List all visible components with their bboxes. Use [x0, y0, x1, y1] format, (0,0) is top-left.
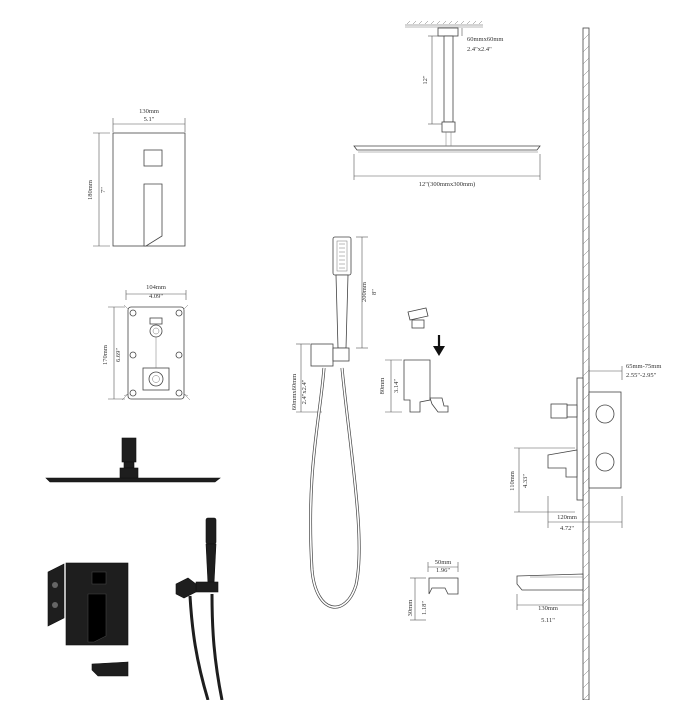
valve-trim-height-in: 4.33" — [522, 474, 529, 488]
hose-connector — [407, 307, 429, 321]
valve-handle-side — [547, 449, 578, 478]
trim-handle — [143, 183, 163, 247]
rain-shower-head — [353, 145, 541, 151]
valve-trim-product-render — [47, 562, 129, 646]
diverter-knob — [566, 404, 578, 418]
hand-shower-holder-drawing: 80mm 3.14" — [379, 307, 449, 413]
holder-height-mm: 80mm — [379, 378, 386, 395]
tub-spout-side-view: 130mm 5.11" — [516, 573, 584, 624]
valve-trim-height-mm: 110mm — [509, 471, 516, 491]
valve-depth-mm: 65mm-75mm — [626, 363, 661, 370]
ceiling-flange — [437, 27, 459, 37]
valve-upper-port — [149, 324, 163, 338]
valve-depth-in: 2.55"-2.95" — [626, 372, 657, 379]
trim-plate-drawing: 130mm 5.1" 180mm 7" — [87, 108, 186, 247]
render-hand-shower-head — [205, 517, 217, 545]
trim-height-in: 7" — [100, 187, 107, 193]
trim-width-mm: 130mm — [139, 108, 159, 115]
valve-width-in: 4.09" — [149, 293, 163, 300]
head-size: 12"(300mmx300mm) — [419, 181, 475, 188]
hand-shower-drawing: 200mm 8" 60mmx60mm 2.4"x2.4" — [291, 236, 378, 609]
render-valve-box — [47, 563, 65, 627]
trim-diverter-square — [143, 149, 163, 167]
tub-spout — [516, 573, 584, 591]
trim-plate-side — [576, 377, 584, 501]
trim-height-mm: 180mm — [87, 180, 94, 200]
valve-height-in: 6.69" — [115, 348, 122, 362]
wall-valve-side-view: 65mm-75mm 2.55"-2.95" 110mm 4.33" 120mm … — [509, 363, 661, 532]
hose-wall-elbow — [310, 343, 334, 367]
hand-shower-length-mm: 200mm — [361, 282, 368, 302]
arm-length-in: 12" — [422, 75, 429, 85]
tub-spout-product-render — [91, 661, 129, 677]
render-rain-head — [45, 477, 221, 483]
small-spout-height-in: 1.18" — [421, 601, 428, 615]
small-spout-width-in: 1.96" — [436, 567, 450, 574]
wall-section — [582, 27, 590, 701]
valve-body-drawing: 104mm 4.09" 170mm 6.69" — [102, 284, 191, 401]
render-holder — [195, 581, 219, 593]
spout-length-mm: 130mm — [538, 605, 558, 612]
ceiling-arm — [443, 35, 454, 123]
small-spout — [428, 577, 459, 595]
small-spout-width-mm: 50mm — [435, 559, 452, 566]
hand-shower-holder — [403, 359, 431, 413]
render-shower-arm — [121, 437, 137, 463]
small-spout-drawing: 50mm 1.96" 30mm 1.18" — [407, 559, 459, 621]
elbow-size-mm: 60mmx60mm — [291, 374, 298, 410]
elbow-size-in: 2.4"x2.4" — [301, 379, 308, 404]
hand-shower-product-render — [175, 517, 224, 701]
valve-projection-mm: 120mm — [557, 514, 577, 521]
flange-size-mm: 60mmx60mm — [467, 36, 503, 43]
down-arrow-icon — [433, 346, 445, 356]
valve-height-mm: 170mm — [102, 345, 109, 365]
render-elbow — [175, 577, 197, 599]
render-hose — [188, 595, 210, 701]
hand-shower-length-in: 8" — [371, 289, 378, 295]
holder-height-in: 3.14" — [393, 379, 400, 393]
flange-size-in: 2.4"x2.4" — [467, 46, 492, 53]
ball-joint — [441, 121, 456, 133]
hand-shower-handle — [335, 274, 349, 349]
valve-width-mm: 104mm — [146, 284, 166, 291]
trim-width-in: 5.1" — [144, 116, 155, 123]
spout-length-in: 5.11" — [541, 617, 555, 624]
shower-hose — [309, 367, 361, 609]
rain-shower-product-render — [45, 437, 221, 483]
valve-projection-in: 4.72" — [560, 525, 574, 532]
rain-shower-drawing: 60mmx60mm 2.4"x2.4" 12" 12"(300mmx300mm) — [353, 20, 541, 188]
small-spout-height-mm: 30mm — [407, 600, 414, 617]
render-lever-handle — [87, 593, 107, 643]
render-tub-spout — [91, 661, 129, 677]
